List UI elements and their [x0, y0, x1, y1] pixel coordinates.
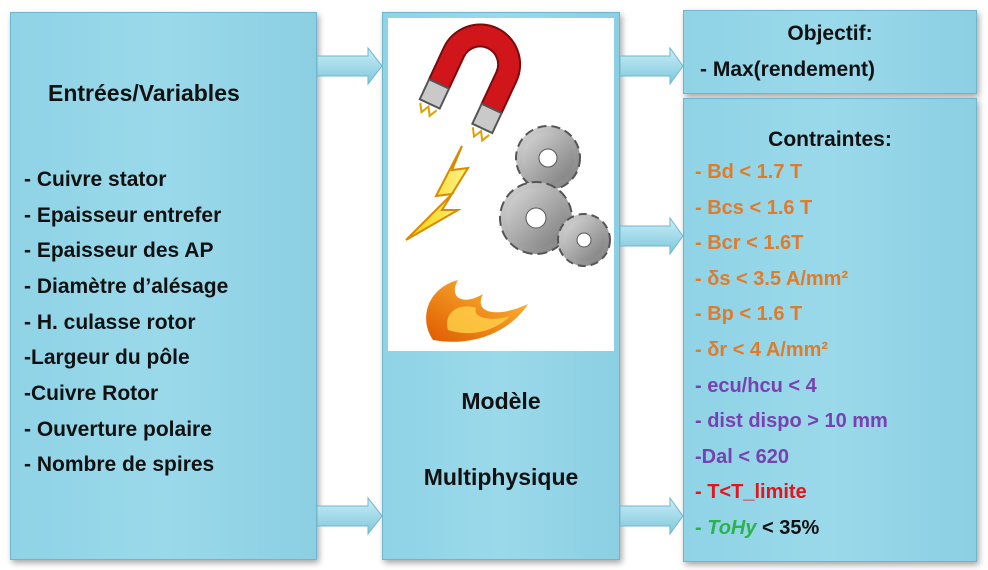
- input-item: -Cuivre Rotor: [24, 382, 159, 405]
- input-item: - Nombre de spires: [24, 453, 215, 476]
- constraint-text: Dal < 620: [701, 445, 789, 468]
- input-item: - Ouverture polaire: [24, 418, 212, 441]
- gears-icon: [499, 125, 611, 267]
- constraint-item: - Bd < 1.7 T: [695, 161, 802, 184]
- constraint-text: dist dispo > 10 mm: [707, 410, 888, 433]
- constraint-text: δr < 4 A/mm²: [707, 339, 829, 361]
- arrow-model-to-objective: [619, 46, 684, 86]
- constraint-item: - Bp < 1.6 T: [695, 303, 802, 326]
- constraint-prefix: -: [695, 196, 708, 219]
- input-item: - Cuivre stator: [24, 168, 167, 191]
- flame-icon: [426, 280, 528, 342]
- objective-title: Objectif:: [787, 22, 873, 45]
- input-item: -Largeur du pôle: [24, 346, 190, 369]
- objective-box: [683, 10, 977, 94]
- arrow-model-to-constraints-mid: [619, 216, 684, 256]
- constraint-prefix: -: [695, 445, 702, 468]
- constraint-item: - Bcr < 1.6T: [695, 232, 803, 255]
- constraint-prefix: -: [695, 517, 708, 539]
- constraint-prefix: -: [695, 161, 708, 183]
- constraint-text: Bcs < 1.6 T: [707, 196, 813, 219]
- input-item: - Epaisseur des AP: [24, 239, 214, 262]
- constraint-item: - T<T_limite: [695, 481, 807, 504]
- arrow-model-to-constraints-bottom: [619, 496, 684, 536]
- constraint-item: - δs < 3.5 A/mm²: [695, 268, 848, 291]
- input-item: - Diamètre d’alésage: [24, 275, 229, 298]
- multiphysics-illustration: [388, 18, 614, 351]
- constraint-text: Bcr < 1.6T: [707, 232, 804, 255]
- constraint-prefix: -: [695, 303, 708, 326]
- model-title-line2: Multiphysique: [423, 464, 579, 490]
- objective-item: - Max(rendement): [700, 58, 876, 81]
- constraints-title: Contraintes:: [768, 128, 892, 151]
- constraint-item: - ecu/hcu < 4: [695, 375, 817, 398]
- constraint-item: - δr < 4 A/mm²: [695, 339, 828, 362]
- constraint-text: δs < 3.5 A/mm²: [707, 267, 849, 290]
- constraint-prefix: -: [695, 481, 708, 504]
- magnet-icon: [418, 23, 522, 143]
- constraint-prefix: -: [695, 267, 708, 290]
- constraint-prefix: -: [695, 339, 708, 361]
- constraint-italic-term: ToHy: [707, 517, 757, 539]
- constraint-prefix: -: [695, 410, 708, 433]
- arrow-inputs-to-model-bottom: [316, 496, 383, 536]
- lightning-icon: [405, 145, 470, 241]
- constraint-text: < 35%: [756, 517, 820, 539]
- constraint-item: - Bcs < 1.6 T: [695, 197, 812, 220]
- constraint-text: T<T_limite: [707, 481, 807, 504]
- constraint-prefix: -: [695, 232, 708, 255]
- constraint-text: ecu/hcu < 4: [707, 374, 817, 397]
- constraints-box: [683, 98, 977, 562]
- input-item: - H. culasse rotor: [24, 311, 196, 334]
- input-item: - Epaisseur entrefer: [24, 204, 222, 227]
- inputs-title: Entrées/Variables: [48, 80, 240, 106]
- constraint-item: - dist dispo > 10 mm: [695, 410, 888, 433]
- model-title-line1: Modèle: [461, 388, 541, 414]
- constraint-text: Bp < 1.6 T: [707, 303, 803, 326]
- constraint-item: -Dal < 620: [695, 446, 789, 469]
- constraint-prefix: -: [695, 374, 708, 397]
- inputs-box: [10, 12, 317, 560]
- constraint-item: - ToHy < 35%: [695, 517, 819, 540]
- arrow-inputs-to-model-top: [316, 46, 383, 86]
- constraint-text: Bd < 1.7 T: [707, 161, 803, 183]
